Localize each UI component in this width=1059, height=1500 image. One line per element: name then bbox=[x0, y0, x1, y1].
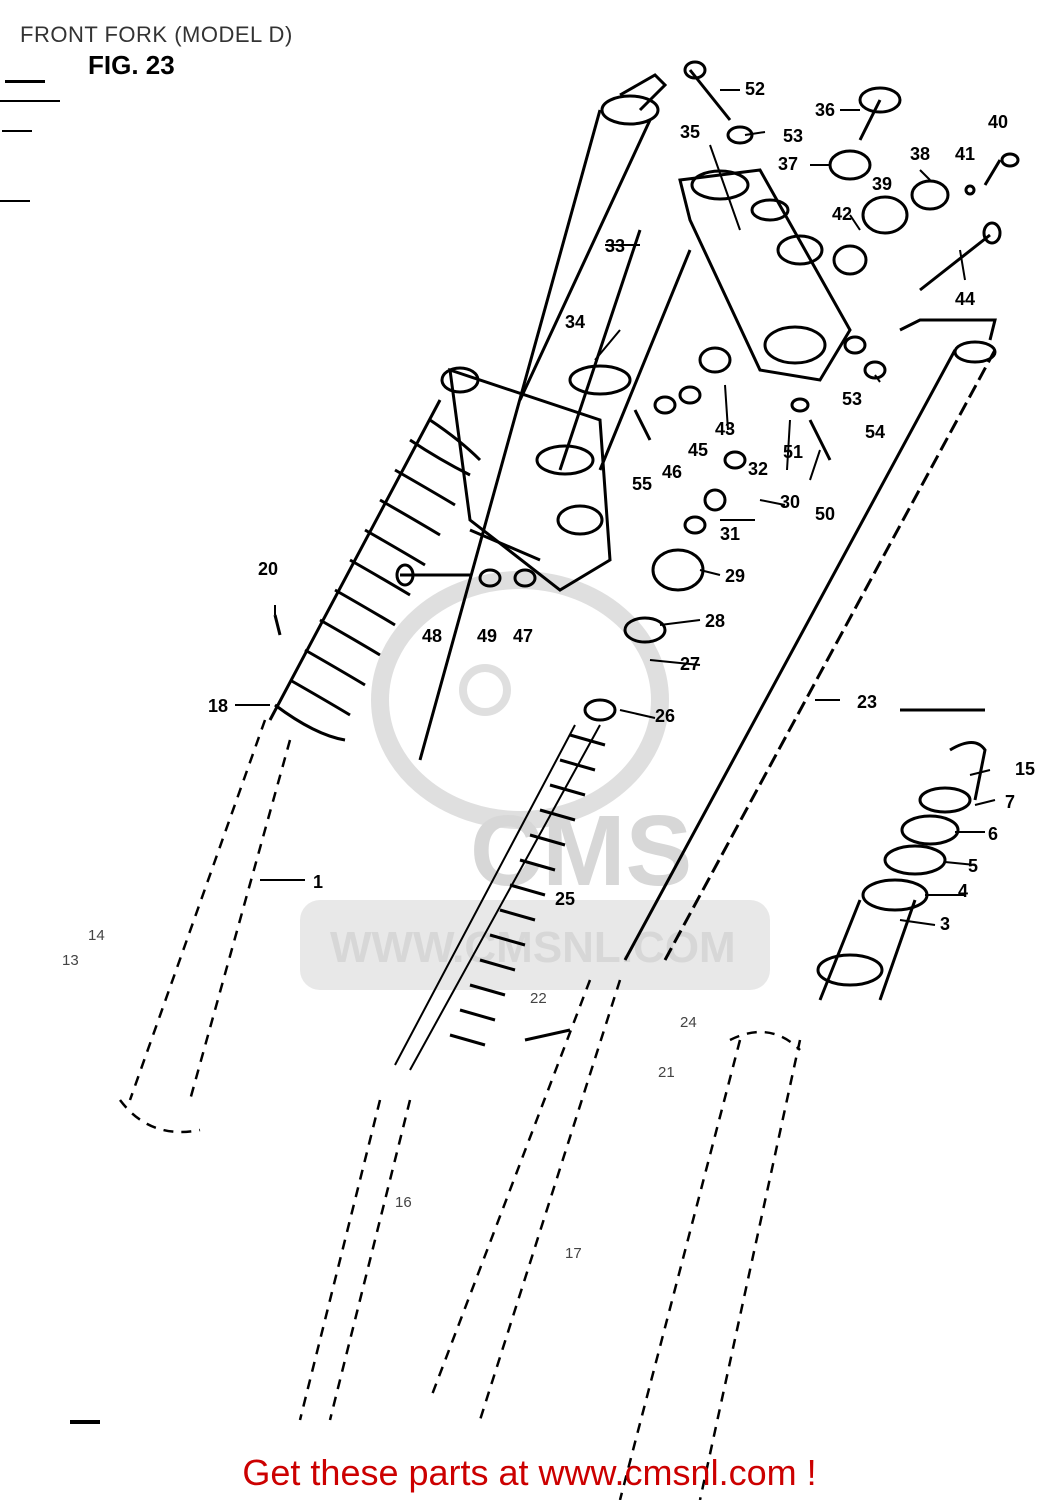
watermark-brand: CMS bbox=[470, 795, 692, 907]
part-labels: 52 53 36 40 35 37 38 41 39 42 33 44 34 5… bbox=[62, 79, 1035, 1262]
part-label: 37 bbox=[778, 154, 798, 174]
left-lower-leg bbox=[119, 719, 292, 1134]
part-label: 46 bbox=[662, 462, 682, 482]
lower-bracket bbox=[440, 366, 612, 592]
part-label: 51 bbox=[783, 442, 803, 462]
part-label: 34 bbox=[565, 312, 585, 332]
part-label: 18 bbox=[208, 696, 228, 716]
part-label: 1 bbox=[313, 872, 323, 892]
part-label: 15 bbox=[1015, 759, 1035, 779]
part-label: 13 bbox=[62, 952, 79, 969]
part-label: 31 bbox=[720, 524, 740, 544]
part-label: 48 bbox=[422, 626, 442, 646]
part-label: 54 bbox=[865, 422, 885, 442]
part-label: 26 bbox=[655, 706, 675, 726]
small-hardware bbox=[273, 60, 1020, 1042]
fork-bellows bbox=[268, 399, 482, 742]
part-label: 47 bbox=[513, 626, 533, 646]
part-label: 28 bbox=[705, 611, 725, 631]
part-label: 24 bbox=[680, 1014, 697, 1031]
scan-noise bbox=[0, 80, 100, 1424]
part-label: 52 bbox=[745, 79, 765, 99]
part-label: 43 bbox=[715, 419, 735, 439]
part-label: 14 bbox=[88, 927, 105, 944]
right-lower-leg bbox=[298, 979, 802, 1500]
part-label: 29 bbox=[725, 566, 745, 586]
figure-title: FIG. 23 bbox=[88, 50, 175, 80]
part-label: 3 bbox=[940, 914, 950, 934]
part-label: 27 bbox=[680, 654, 700, 674]
part-label: 36 bbox=[815, 100, 835, 120]
part-label: 35 bbox=[680, 122, 700, 142]
part-label: 50 bbox=[815, 504, 835, 524]
part-label: 17 bbox=[565, 1245, 582, 1262]
part-label: 55 bbox=[632, 474, 652, 494]
part-label: 22 bbox=[530, 990, 547, 1007]
part-label: 20 bbox=[258, 559, 278, 579]
part-label: 25 bbox=[555, 889, 575, 909]
leader-lines bbox=[235, 89, 996, 926]
part-label: 30 bbox=[780, 492, 800, 512]
part-label: 16 bbox=[395, 1194, 412, 1211]
steering-stem bbox=[535, 229, 692, 476]
part-label: 39 bbox=[872, 174, 892, 194]
part-label: 21 bbox=[658, 1064, 675, 1081]
part-label: 4 bbox=[958, 881, 968, 901]
fork-spring bbox=[394, 724, 606, 1071]
part-label: 5 bbox=[968, 856, 978, 876]
part-label: 41 bbox=[955, 144, 975, 164]
watermark-site: WWW.CMSNL.COM bbox=[330, 923, 736, 972]
seal-stack bbox=[816, 708, 987, 1001]
top-bracket bbox=[678, 168, 852, 382]
footer-link[interactable]: Get these parts at www.cmsnl.com ! bbox=[242, 1452, 817, 1493]
inner-tube bbox=[623, 318, 997, 961]
part-label: 23 bbox=[857, 692, 877, 712]
part-label: 32 bbox=[748, 459, 768, 479]
part-label: 44 bbox=[955, 289, 975, 309]
part-label: 45 bbox=[688, 440, 708, 460]
watermark: CMS WWW.CMSNL.COM bbox=[300, 571, 770, 990]
part-label: 7 bbox=[1005, 792, 1015, 812]
diagram-caption: FRONT FORK (MODEL D) bbox=[20, 22, 293, 47]
part-label: 49 bbox=[477, 626, 497, 646]
part-label: 53 bbox=[842, 389, 862, 409]
part-label: 6 bbox=[988, 824, 998, 844]
part-label: 33 bbox=[605, 236, 625, 256]
part-label: 38 bbox=[910, 144, 930, 164]
part-label: 40 bbox=[988, 112, 1008, 132]
left-fork-tube bbox=[418, 73, 668, 761]
part-label: 42 bbox=[832, 204, 852, 224]
part-label: 53 bbox=[783, 126, 803, 146]
